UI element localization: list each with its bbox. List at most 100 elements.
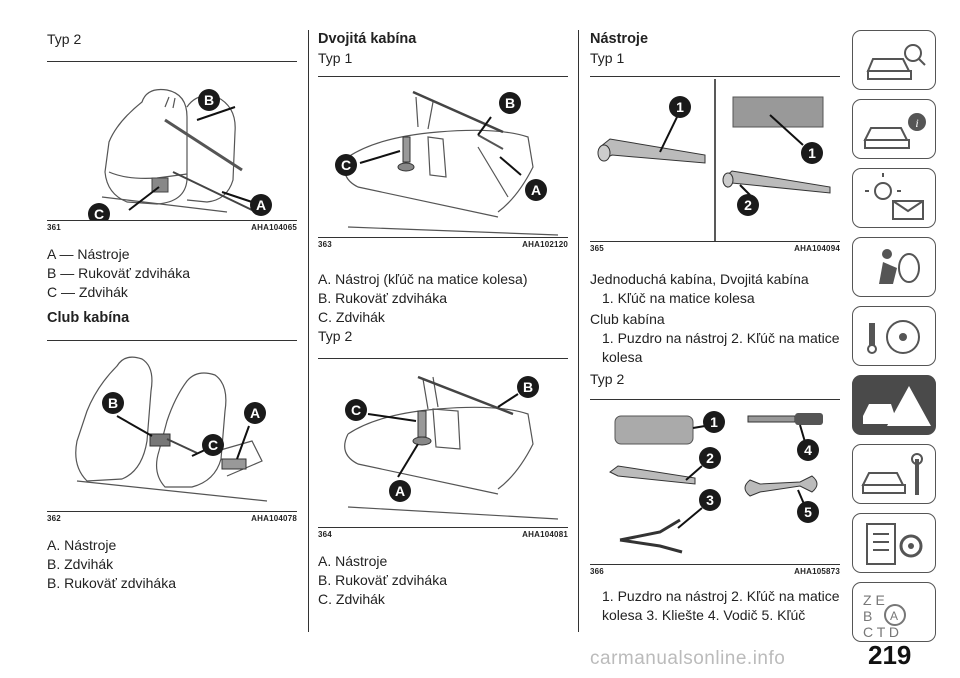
figure-362: B C A 362 AHA104078 [47,341,297,526]
legend-item: C. Zdvihák [318,309,385,325]
figure-number: 363 [318,240,332,249]
legend-item: B. Rukoväť zdviháka [47,575,176,591]
figure-code: AHA104094 [794,244,840,253]
light-mail-icon[interactable] [852,168,936,228]
figure-caption: 361 AHA104065 [47,220,297,235]
figure-number: 361 [47,223,61,232]
typ1-label: Typ 1 [590,50,625,66]
figure-366: 1 2 3 4 5 366 AHA105873 [590,400,840,579]
rule [47,340,297,341]
callout-a: A [250,405,260,421]
callout-1: 1 [676,99,684,115]
callout-3: 3 [706,492,714,508]
legend-item: B. Rukoväť zdviháka [318,572,447,588]
figure-code: AHA102120 [522,240,568,249]
airbag-icon[interactable] [852,237,936,297]
typ1-label: Typ 1 [318,50,353,66]
callout-2: 2 [706,450,714,466]
legend-item: C. Zdvihák [318,591,385,607]
svg-text:B: B [863,608,872,624]
figure-number: 366 [590,567,604,576]
callout-c: C [351,402,361,418]
variant-line: 1. Puzdro na nástroj 2. Kľúč na matice k… [602,588,840,623]
rule [318,76,568,77]
figure-caption: 363 AHA102120 [318,237,568,252]
variant-line: 1. Kľúč na matice kolesa [602,290,755,306]
column-divider [578,30,579,632]
seat-jack-illustration: B C A [88,88,272,220]
figure-code: AHA104078 [251,514,297,523]
club-cab-seats-illustration: B C A [75,356,268,502]
tool-kit-illustration: 1 2 3 4 5 [609,411,823,554]
callout-1: 1 [808,145,816,161]
callout-5: 5 [804,504,812,520]
svg-text:Z E: Z E [863,592,885,608]
legend-item: A — Nástroje [47,246,130,262]
callout-c: C [208,437,218,453]
figure-number: 365 [590,244,604,253]
callout-c: C [341,157,351,173]
figure-363: C B A 363 AHA102120 [318,77,568,252]
variant-line: Jednoduchá kabína, Dvojitá kabína [590,271,809,287]
figure-number: 364 [318,530,332,539]
callout-2: 2 [744,197,752,213]
figure-number: 362 [47,514,61,523]
section-heading: Nástroje [590,31,649,47]
column-3: Nástroje Typ 1 1 1 2 [590,30,840,625]
section-heading: Dvojitá kabína [318,31,417,47]
svg-text:A: A [890,609,898,623]
figure-365: 1 1 2 365 AHA104094 [590,77,840,256]
callout-a: A [395,483,405,499]
section-heading: Club kabína [47,310,130,326]
warning-car-icon[interactable] [852,375,936,435]
rule [590,399,840,400]
wheel-wrench-illustration: 1 1 2 [597,79,831,241]
figure-364: C B A 364 AHA104081 [318,359,568,542]
figure-code: AHA105873 [794,567,840,576]
figure-caption: 366 AHA105873 [590,564,840,579]
column-2: Dvojitá kabína Typ 1 C B A [318,30,568,609]
callout-b: B [523,379,533,395]
page-number: 219 [868,640,912,670]
callout-1: 1 [710,414,718,430]
steering-key-icon[interactable] [852,306,936,366]
variant-line: 1. Puzdro na nástroj 2. Kľúč na matice k… [602,330,840,365]
callout-b: B [505,95,515,111]
figure-code: AHA104081 [522,530,568,539]
legend-item: B. Rukoväť zdviháka [318,290,447,306]
legend-item: C — Zdvihák [47,284,128,300]
callout-4: 4 [804,442,812,458]
car-info-icon[interactable]: i [852,99,936,159]
car-search-icon[interactable] [852,30,936,90]
callout-b: B [108,395,118,411]
figure-caption: 364 AHA104081 [318,527,568,542]
watermark: carmanualsonline.info [590,648,786,669]
svg-text:i: i [915,116,918,130]
figure-code: AHA104065 [251,223,297,232]
double-cab-type2-illustration: C B A [344,375,559,520]
callout-a: A [256,197,266,213]
callout-a: A [531,182,541,198]
column-1: Typ 2 B C A 361 AHA104065 [47,30,297,593]
callout-c: C [94,206,104,220]
list-gear-icon[interactable] [852,513,936,573]
legend-item: A. Nástroje [318,553,388,569]
column-divider [308,30,309,632]
figure-caption: 362 AHA104078 [47,511,297,526]
variant-line: Club kabína [590,311,665,327]
car-wrench-icon[interactable] [852,444,936,504]
legend-item: A. Nástroje [47,537,117,553]
rule [318,358,568,359]
legend-item: B. Zdvihák [47,556,114,572]
typ2-label: Typ 2 [318,328,353,344]
double-cab-type1-illustration: C B A [335,90,559,236]
figure-361: B C A 361 AHA104065 [47,62,297,235]
figure-caption: 365 AHA104094 [590,241,840,256]
rule [590,76,840,77]
typ2-label: Typ 2 [590,371,625,387]
callout-b: B [204,92,214,108]
legend-item: A. Nástroj (kľúč na matice kolesa) [318,271,528,287]
rule [47,61,297,62]
